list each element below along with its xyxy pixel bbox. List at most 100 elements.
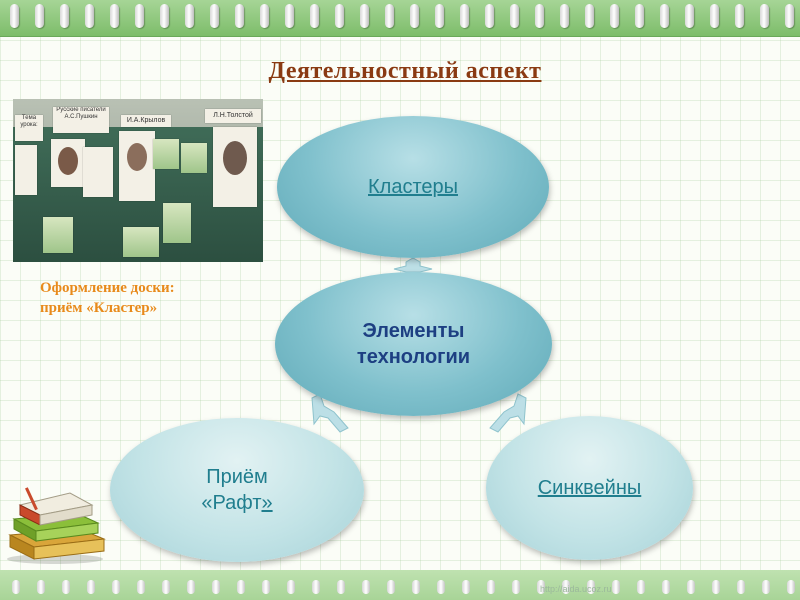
spiral-ring [110, 4, 119, 28]
node-raft-line-2: «Рафт» [201, 490, 272, 516]
node-cinquains-link[interactable]: Синквейны [538, 477, 642, 500]
spiral-ring [437, 580, 445, 594]
spiral-ring [612, 580, 620, 594]
spiral-ring [262, 580, 270, 594]
spiral-ring [112, 580, 120, 594]
spiral-ring [387, 580, 395, 594]
bottom-band [0, 570, 800, 600]
spiral-ring [237, 580, 245, 594]
spiral-ring [485, 4, 494, 28]
caption-line-1: Оформление доски: [40, 278, 260, 298]
spiral-ring [660, 4, 669, 28]
spiral-ring [185, 4, 194, 28]
spiral-ring [312, 580, 320, 594]
spiral-ring [137, 580, 145, 594]
spiral-ring [210, 4, 219, 28]
spiral-ring [637, 580, 645, 594]
spiral-ring [410, 4, 419, 28]
spiral-ring [435, 4, 444, 28]
node-technology-elements: Элементы технологии [275, 272, 552, 416]
sign-pushkin-label: А.С.Пушкин [64, 114, 97, 120]
illustration [43, 217, 73, 253]
spiral-ring [735, 4, 744, 28]
portrait-face [127, 143, 147, 171]
spiral-ring [62, 580, 70, 594]
spiral-ring [710, 4, 719, 28]
board-photo: Тема урока: Русские писатели А.С.Пушкин … [13, 99, 263, 262]
portrait-tolstoy [213, 127, 257, 207]
spiral-ring [460, 4, 469, 28]
spiral-ring [310, 4, 319, 28]
spiral-ring [510, 4, 519, 28]
node-center-line-2: технологии [357, 344, 470, 370]
spiral-ring [610, 4, 619, 28]
bottom-binding [0, 578, 800, 594]
node-raft[interactable]: Приём «Рафт» [110, 418, 364, 562]
spiral-ring [85, 4, 94, 28]
portrait-face [223, 141, 247, 175]
spiral-ring [512, 580, 520, 594]
node-center-text: Элементы технологии [357, 318, 470, 370]
top-binding-band [0, 0, 800, 37]
spiral-ring [685, 4, 694, 28]
node-raft-text: Приём «Рафт» [201, 464, 272, 516]
sign-tolstoy: Л.Н.Толстой [205, 109, 261, 123]
portrait-pushkin [51, 139, 85, 187]
spiral-ring [737, 580, 745, 594]
spiral-ring [87, 580, 95, 594]
sign-tema: Тема урока: [15, 115, 43, 141]
sign-krylov: И.А.Крылов [121, 115, 171, 127]
spiral-ring [160, 4, 169, 28]
spiral-ring [285, 4, 294, 28]
spiral-ring [35, 4, 44, 28]
spiral-ring [785, 4, 794, 28]
node-raft-link[interactable]: » [261, 492, 272, 514]
node-raft-line-1: Приём [201, 464, 272, 490]
spiral-ring [585, 4, 594, 28]
note-card [83, 147, 113, 197]
spiral-ring [662, 580, 670, 594]
portrait-krylov [119, 131, 155, 201]
illustration [181, 143, 207, 173]
portrait-face [58, 147, 78, 175]
spiral-binding [0, 4, 800, 32]
caption-line-2: приём «Кластер» [40, 298, 260, 318]
spiral-ring [712, 580, 720, 594]
spiral-ring [37, 580, 45, 594]
spiral-ring [260, 4, 269, 28]
illustration [163, 203, 191, 243]
spiral-ring [787, 580, 795, 594]
watermark: http://aida.ucoz.ru [540, 584, 612, 594]
spiral-ring [360, 4, 369, 28]
spiral-ring [535, 4, 544, 28]
spiral-ring [337, 580, 345, 594]
spiral-ring [135, 4, 144, 28]
spiral-ring [287, 580, 295, 594]
spiral-ring [10, 4, 19, 28]
node-clusters-link[interactable]: Кластеры [368, 176, 458, 199]
spiral-ring [560, 4, 569, 28]
spiral-ring [60, 4, 69, 28]
node-center-line-1: Элементы [357, 318, 470, 344]
illustration [123, 227, 159, 257]
spiral-ring [760, 4, 769, 28]
sign-russian-label: Русские писатели [56, 107, 105, 113]
node-raft-line-2-text: «Рафт [201, 492, 261, 514]
board-caption: Оформление доски: приём «Кластер» [40, 278, 260, 318]
page-title: Деятельностный аспект [0, 58, 800, 85]
books-icon [0, 483, 110, 565]
spiral-ring [635, 4, 644, 28]
node-cinquains[interactable]: Синквейны [486, 416, 693, 560]
spiral-ring [487, 580, 495, 594]
illustration [153, 139, 179, 169]
note-card [15, 145, 37, 195]
spiral-ring [462, 580, 470, 594]
spiral-ring [235, 4, 244, 28]
spiral-ring [412, 580, 420, 594]
spiral-ring [385, 4, 394, 28]
spiral-ring [212, 580, 220, 594]
spiral-ring [162, 580, 170, 594]
spiral-ring [362, 580, 370, 594]
spiral-ring [762, 580, 770, 594]
node-clusters[interactable]: Кластеры [277, 116, 549, 258]
